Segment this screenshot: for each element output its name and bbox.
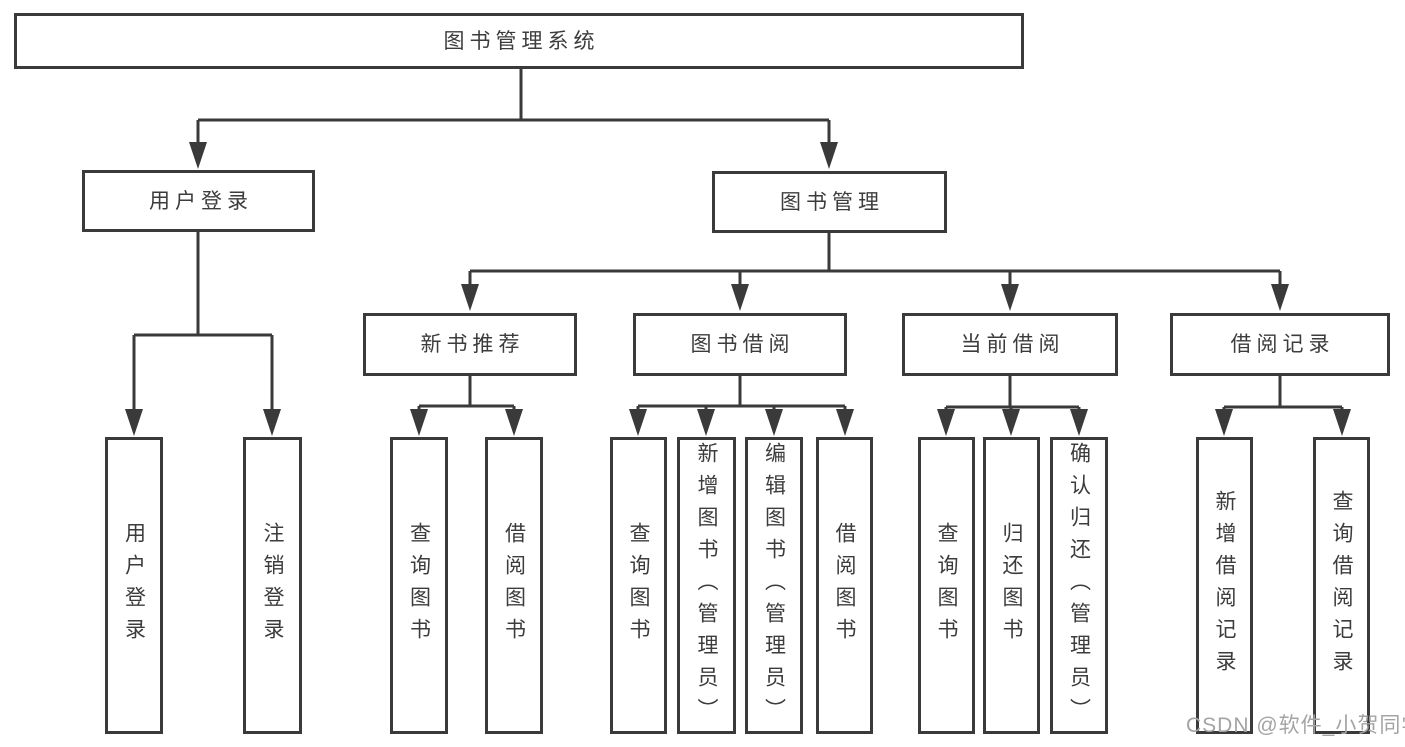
arrowheads bbox=[125, 142, 1351, 436]
node-book-management: 图书管理 bbox=[712, 171, 947, 233]
leaf-query-borrow-record: 查询借阅记录 bbox=[1313, 437, 1370, 734]
leaf-user-login: 用户登录 bbox=[105, 437, 163, 734]
leaf-logout: 注销登录 bbox=[243, 437, 302, 734]
leaf-query-books-rec: 查询图书 bbox=[390, 437, 448, 734]
leaf-return-books: 归还图书 bbox=[983, 437, 1040, 734]
leaf-borrow-books-rec: 借阅图书 bbox=[485, 437, 543, 734]
leaf-query-books-borrow: 查询图书 bbox=[610, 437, 667, 734]
leaf-borrow-books: 借阅图书 bbox=[816, 437, 873, 734]
node-root-library-system: 图书管理系统 bbox=[14, 13, 1024, 69]
node-current-borrowing: 当前借阅 bbox=[902, 313, 1118, 376]
csdn-watermark: CSDN @软件_小贺同学 bbox=[1186, 714, 1405, 737]
leaf-confirm-return-admin: 确认归还（管理员） bbox=[1050, 437, 1108, 734]
leaf-edit-books-admin: 编辑图书（管理员） bbox=[745, 437, 803, 734]
node-borrowing-records: 借阅记录 bbox=[1170, 313, 1390, 376]
leaf-add-borrow-record: 新增借阅记录 bbox=[1196, 437, 1253, 734]
node-new-book-recommendation: 新书推荐 bbox=[363, 313, 577, 376]
leaf-add-books-admin: 新增图书（管理员） bbox=[677, 437, 736, 734]
node-user-login: 用户登录 bbox=[82, 170, 315, 232]
leaf-query-books-current: 查询图书 bbox=[918, 437, 975, 734]
node-book-borrowing: 图书借阅 bbox=[633, 313, 847, 376]
